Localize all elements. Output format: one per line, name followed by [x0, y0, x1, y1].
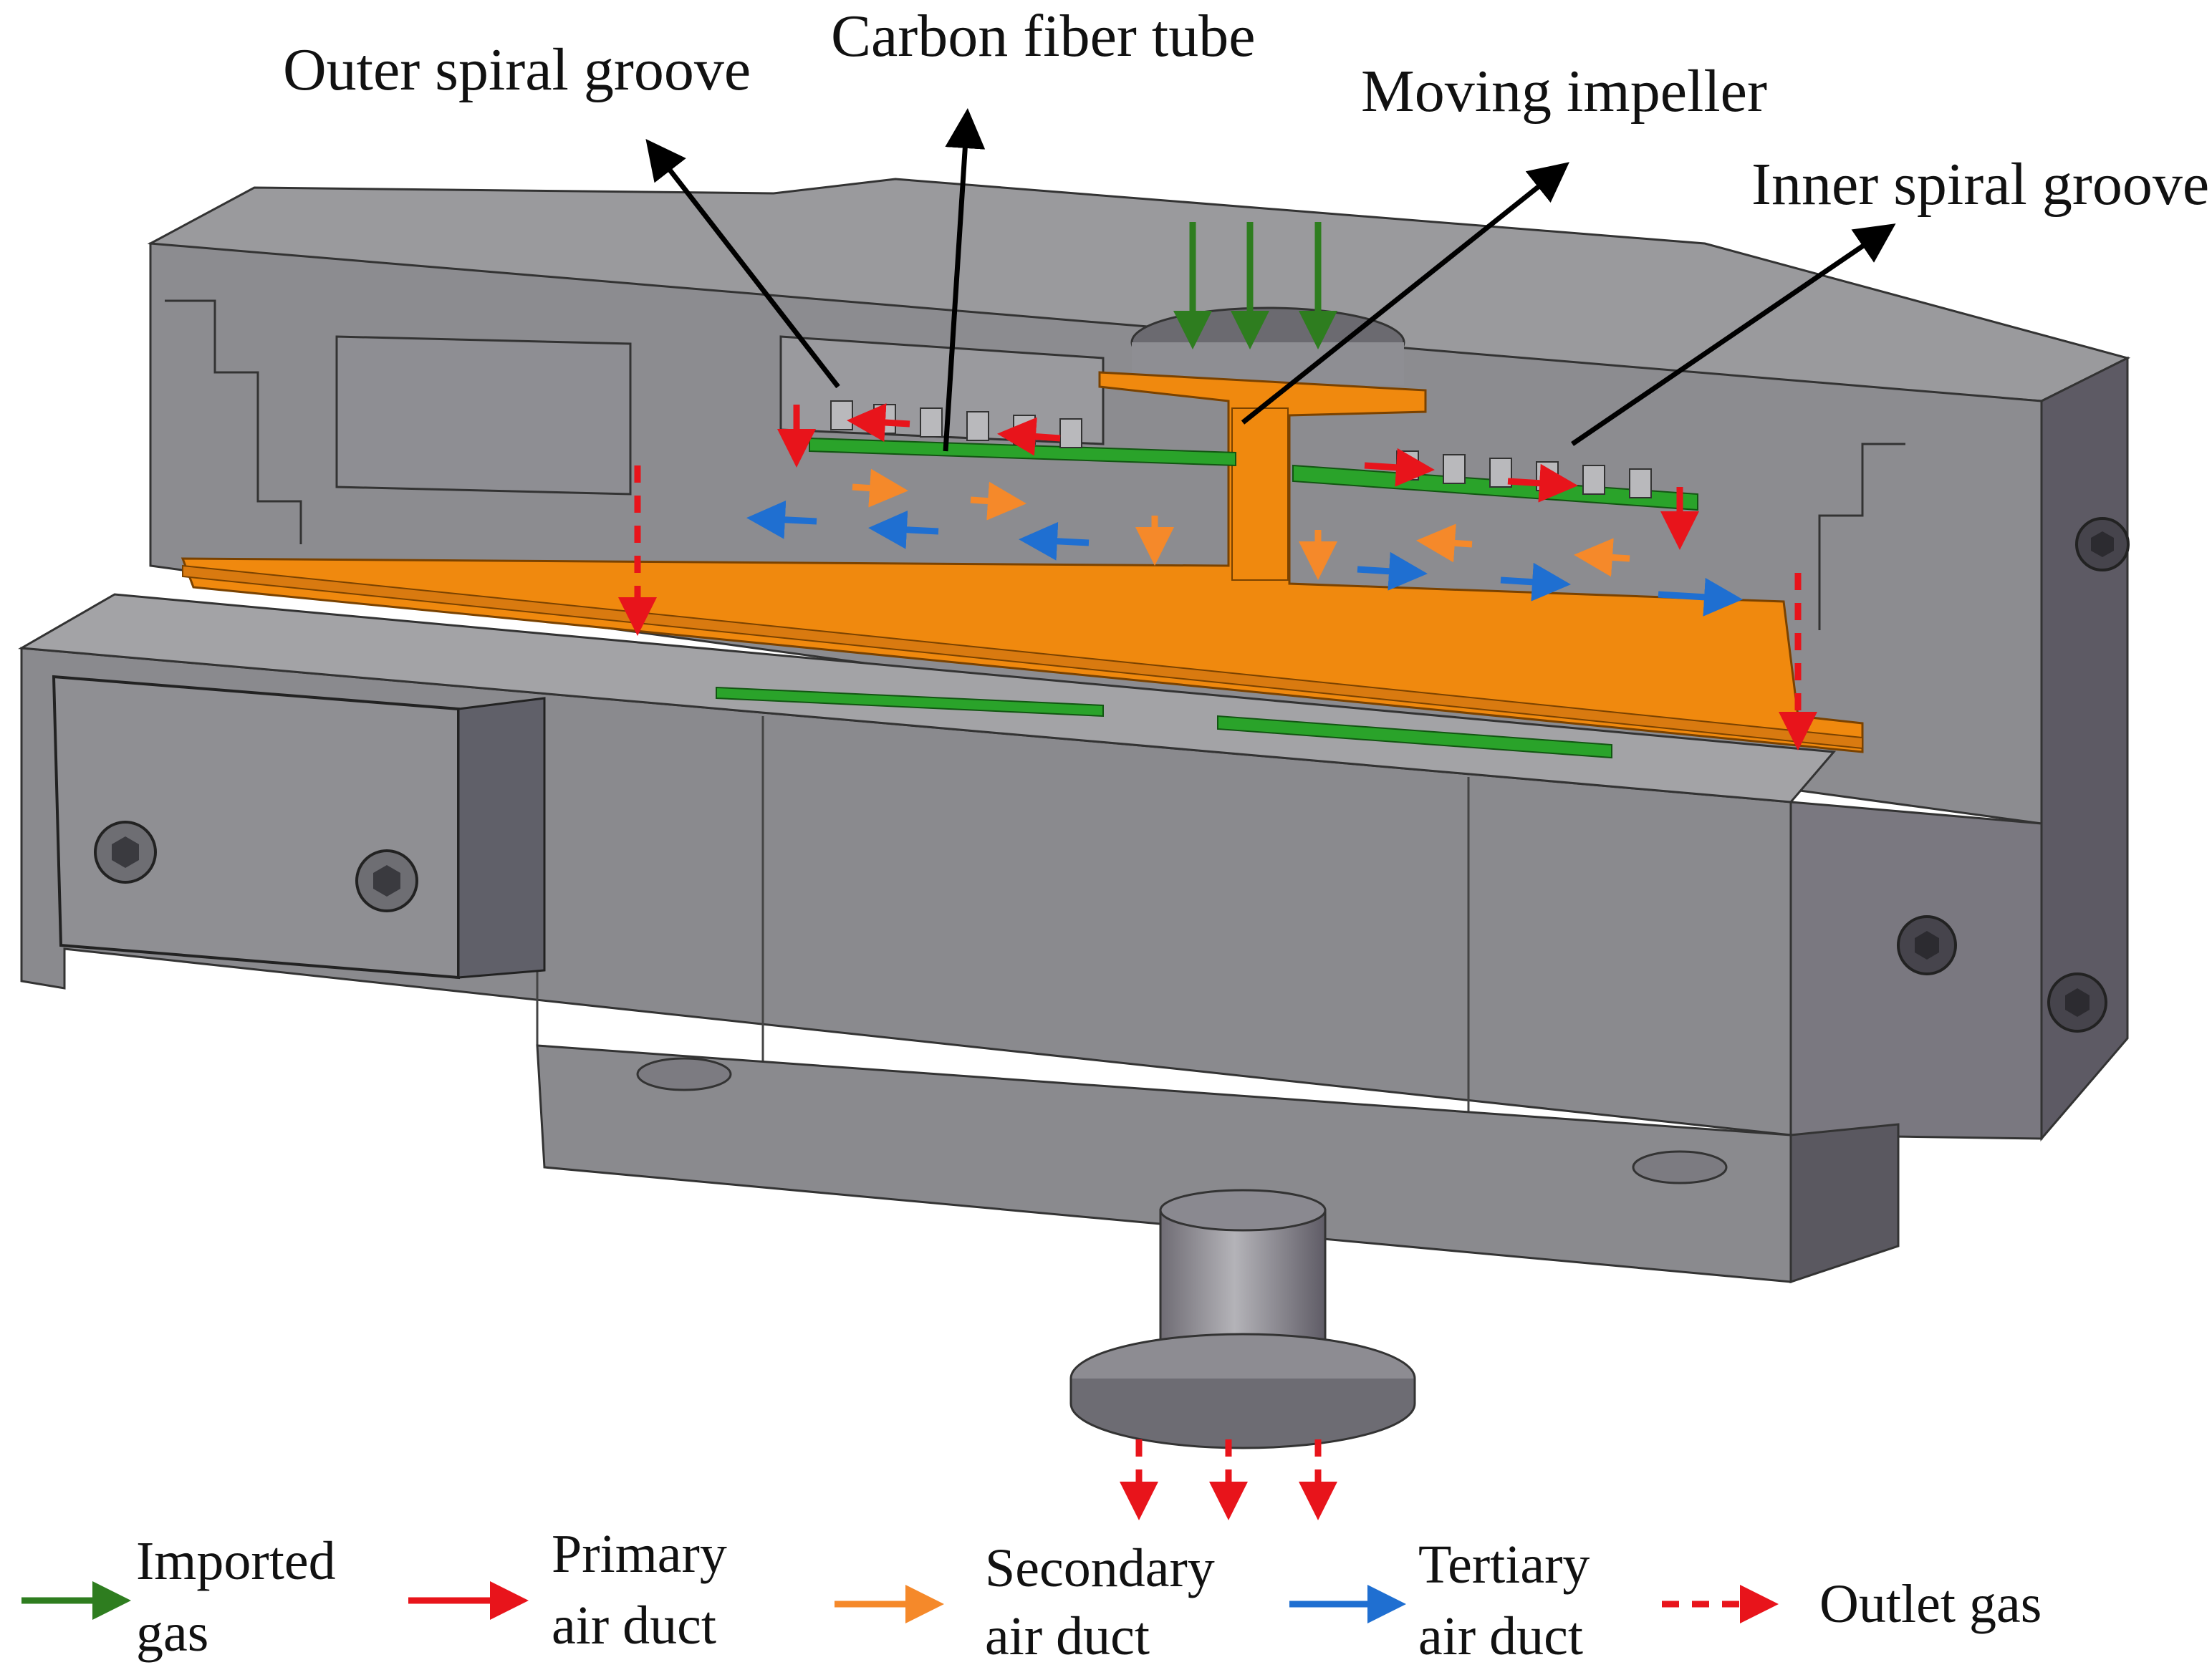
pointer-moving-impeller	[1241, 162, 1569, 425]
callout-pointers	[645, 108, 1896, 452]
pointer-outer-spiral-groove	[645, 138, 840, 389]
legend-label-line2: gas	[136, 1603, 208, 1663]
hex-socket-screw-icon	[355, 849, 418, 912]
legend-label-line2: air duct	[1418, 1606, 1583, 1666]
legend-item-secondary-air-duct: Secondary air duct	[835, 1538, 1215, 1666]
legend-item-primary-air-duct: Primary air duct	[408, 1524, 727, 1656]
imported-gas-arrows	[1173, 222, 1337, 349]
left-cover-plate-side	[457, 697, 546, 979]
legend-item-imported-gas: Imported gas	[21, 1531, 336, 1663]
secondary-air-duct-arrows	[852, 468, 1630, 580]
screws	[94, 517, 2130, 1184]
legend: Imported gas Primary air duct Secondary …	[21, 1524, 2042, 1666]
outlet-pipe	[1069, 1189, 1416, 1449]
legend-label-line2: air duct	[985, 1606, 1150, 1666]
pointer-carbon-fiber-tube	[943, 108, 986, 452]
legend-item-outlet-gas: Outlet gas	[1662, 1574, 2042, 1634]
pointer-inner-spiral-groove	[1571, 223, 1896, 446]
legend-label-line1: Tertiary	[1418, 1535, 1590, 1595]
legend-item-tertiary-air-duct: Tertiary air duct	[1289, 1535, 1590, 1666]
tertiary-air-duct-arrows	[746, 500, 1743, 617]
base-plate-side	[1789, 1123, 1900, 1284]
rotor-thin-disc	[182, 564, 1863, 750]
hex-socket-screw-icon	[1897, 915, 1957, 975]
label-moving-impeller: Moving impeller	[1361, 58, 1767, 125]
legend-label-line1: Outlet gas	[1819, 1574, 2042, 1634]
legend-label-line2: air duct	[552, 1596, 716, 1656]
rotor-shaft	[181, 371, 1864, 753]
hex-socket-screw-icon	[94, 821, 157, 884]
hex-socket-screw-icon	[2075, 517, 2130, 571]
legend-label-line1: Secondary	[985, 1538, 1215, 1598]
hex-socket-screw-icon	[2047, 972, 2107, 1033]
label-carbon-fiber-tube: Carbon fiber tube	[831, 3, 1255, 69]
legend-label-line1: Primary	[552, 1524, 727, 1584]
outlet-gas-arrows	[618, 465, 1817, 1520]
primary-air-duct-arrows	[777, 403, 1699, 550]
legend-label-line1: Imported	[136, 1531, 336, 1591]
label-outer-spiral-groove: Outer spiral groove	[283, 37, 751, 103]
label-inner-spiral-groove: Inner spiral groove	[1751, 151, 2209, 218]
